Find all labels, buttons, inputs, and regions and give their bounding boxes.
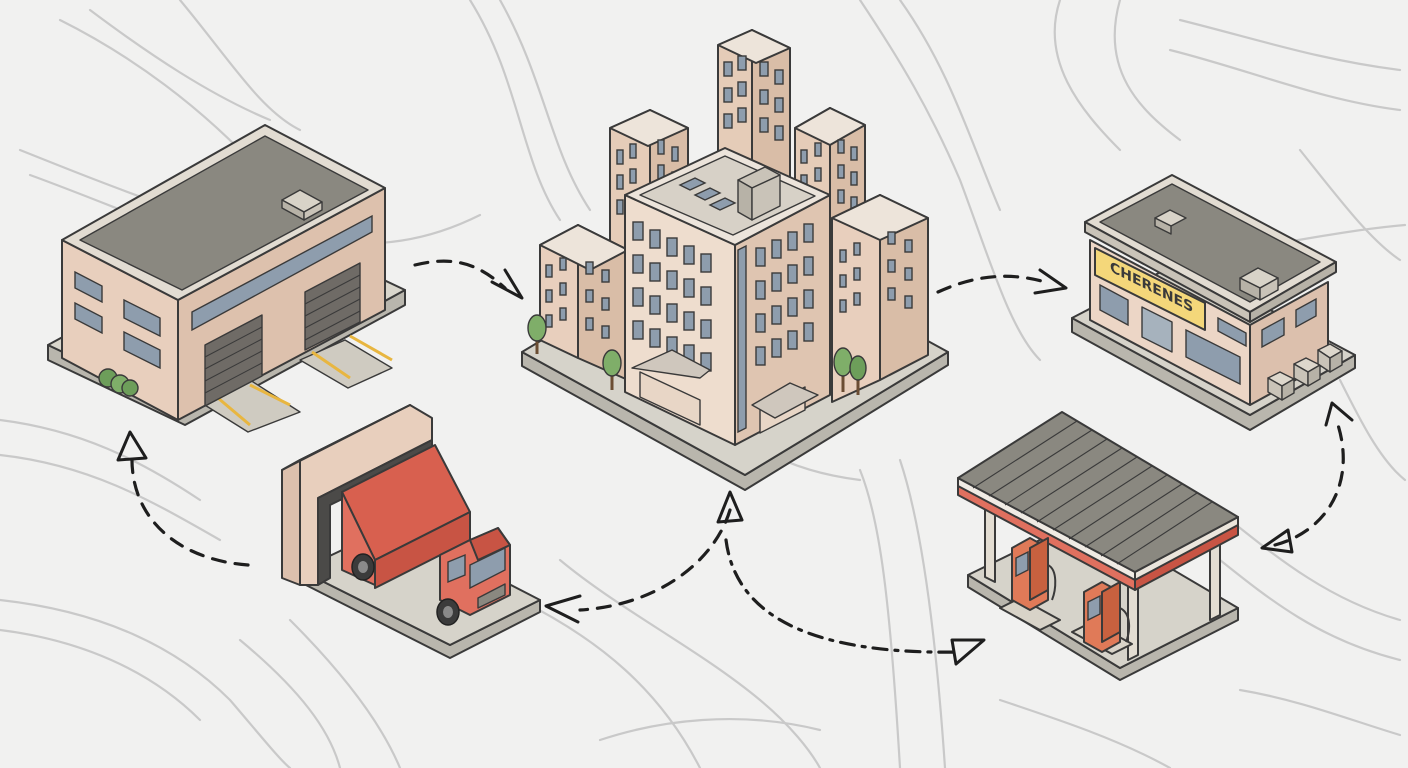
flow-arrows [116, 259, 1354, 666]
office-towers-icon [521, 29, 949, 491]
arrow-gas-station-to-store [1260, 401, 1354, 554]
storefront-icon: CHERENES [1071, 174, 1356, 431]
arrow-warehouse-to-office [413, 259, 524, 300]
gas-station-icon [957, 411, 1239, 681]
arrow-office-to-store [936, 268, 1068, 295]
delivery-truck-icon [281, 404, 541, 659]
warehouse-icon [47, 124, 406, 433]
arrow-office-to-truck [544, 490, 744, 624]
arrow-office-to-gas-station [724, 538, 986, 666]
plaza-trees [527, 314, 867, 395]
arrow-truck-to-warehouse [116, 430, 250, 567]
